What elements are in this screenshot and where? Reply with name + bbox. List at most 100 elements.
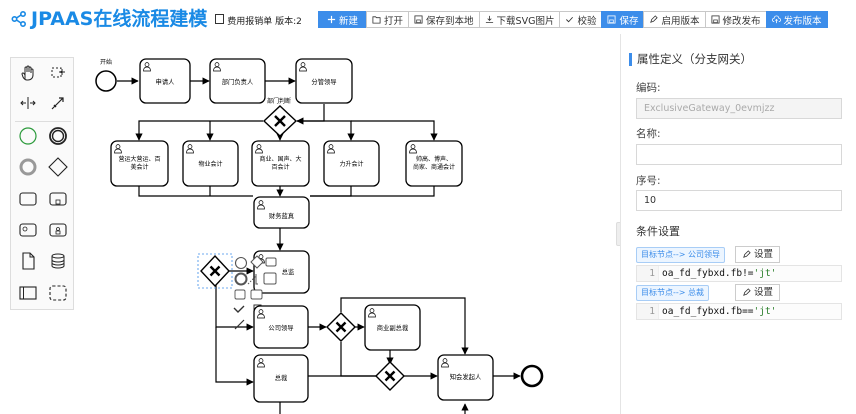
enable-version-button[interactable]: 启用版本 [643,11,706,28]
condition-target-tag: 目标节点--> 总裁 [636,285,710,301]
new-button[interactable]: 新建 [318,11,368,28]
lasso-tool-icon[interactable] [47,62,69,84]
task-misc-accounting-label: 帅高、博声、 [416,155,452,163]
cloud-upload-icon [771,15,781,24]
task-notify-initiator-label: 知会发起人 [450,372,482,381]
floppy-icon [414,15,423,24]
version-label: 版本:2 [275,17,302,27]
task-ops-accounting-label-2: 美会计 [130,163,148,171]
task-ceo-label: 总裁 [275,373,288,382]
publish-version-button[interactable]: 发布版本 [765,11,828,28]
save-label: 保存 [619,15,639,27]
code-text: oa_fd_fybxd.fb!= [662,268,754,279]
check-icon [566,16,574,23]
task-vp[interactable]: 商业副总裁 [364,304,421,351]
task-finance-review[interactable]: 财务蓝真 [253,196,310,229]
data-object-icon[interactable] [17,250,39,272]
task-applicant[interactable]: 申请人 [139,58,191,104]
download-svg-label: 下载SVG图片 [496,15,555,27]
edit-icon [743,288,751,296]
exclusive-gateway-vp[interactable] [375,361,405,391]
task-supervisor-label: 总监 [282,267,295,276]
save-button[interactable]: 保存 [601,11,645,28]
task-icon[interactable] [17,188,39,210]
save-local-button[interactable]: 保存到本地 [408,11,480,28]
sequence-flows [117,77,521,414]
exclusive-gateway-selected[interactable] [197,253,233,289]
plus-icon [327,15,336,24]
start-event-icon[interactable] [17,125,39,147]
conditions-title: 条件设置 [636,225,680,238]
task-lisheng-accounting[interactable]: 力升会计 [323,140,380,187]
intermediate-event-icon[interactable] [47,125,69,147]
publish-version-label: 发布版本 [783,15,822,27]
modify-publish-button[interactable]: 修改发布 [704,11,767,28]
code-text: oa_fd_fybxd.fb== [662,306,754,317]
hand-tool-icon[interactable] [17,62,39,84]
gateway-icon[interactable] [47,156,69,178]
task-notify-initiator[interactable]: 知会发起人 [437,354,494,401]
end-event[interactable] [520,364,544,388]
task-property-accounting-label: 物业会计 [198,160,222,168]
task-lisheng-accounting-label: 力升会计 [339,160,363,168]
group-icon[interactable] [47,282,69,304]
app-title: JPAAS在线流程建模 [31,8,208,30]
modify-publish-label: 修改发布 [722,15,761,27]
end-event-icon[interactable] [17,156,39,178]
task-supervisor[interactable]: 总监 [253,250,310,294]
validate-label: 校验 [577,15,597,27]
condition-target-tag: 目标节点--> 公司领导 [636,247,726,263]
document-icon [215,14,225,24]
properties-panel: 属性定义（分支网关） 编码: ExclusiveGateway_0evmjzz … [620,34,856,414]
condition-set-button[interactable]: 设置 [735,246,781,263]
task-commerce-accounting[interactable]: 商业、国声、大 百会计 [251,140,310,187]
pool-icon[interactable] [17,282,39,304]
edit-icon [743,250,751,258]
exclusive-gateway-dept[interactable] [262,105,298,137]
subprocess-icon[interactable] [47,188,69,210]
start-event[interactable] [95,70,117,92]
user-task-icon[interactable] [47,219,69,241]
validate-button[interactable]: 校验 [559,11,603,28]
condition-set-button[interactable]: 设置 [735,284,781,301]
name-field[interactable] [636,144,842,165]
task-company-lead[interactable]: 公司领导 [253,305,309,349]
task-ceo[interactable]: 总裁 [253,354,309,403]
sequence-label: 序号: [636,175,661,187]
exclusive-gateway-company[interactable] [326,312,356,342]
open-label: 打开 [384,15,404,27]
code-field: ExclusiveGateway_0evmjzz [636,98,842,119]
service-task-icon[interactable] [17,219,39,241]
share-icon [11,11,26,27]
task-company-lead-label: 公司领导 [268,323,293,332]
task-vp-label: 商业副总裁 [377,323,409,332]
enable-version-label: 启用版本 [661,15,700,27]
download-svg-button[interactable]: 下载SVG图片 [478,11,561,28]
data-store-icon[interactable] [47,250,69,272]
new-label: 新建 [339,15,359,27]
task-misc-accounting-label-2: 尚家、商通会计 [413,163,455,171]
panel-title: 属性定义（分支网关） [629,53,752,66]
bpmn-canvas[interactable]: 开始 部门判断 申请人 部门负责人 分管领导 营运大营运、百 美会计 物业会计 … [0,34,620,414]
form-name: 费用报销单 [227,17,273,27]
sequence-field[interactable]: 10 [636,190,842,211]
task-property-accounting[interactable]: 物业会计 [182,140,239,187]
app-header: JPAAS在线流程建模 费用报销单 版本:2 新建 打开 保存到本地 下载SVG… [0,0,856,34]
start-label: 开始 [100,58,112,66]
name-label: 名称: [636,128,661,140]
code-string: 'jt' [753,268,777,279]
line-number: 1 [637,304,659,319]
task-ops-accounting-label: 营运大营运、百 [118,155,160,163]
floppy-icon [607,15,616,24]
task-dept-head-label: 部门负责人 [222,77,254,86]
task-misc-accounting[interactable]: 帅高、博声、 尚家、商通会计 [405,140,463,187]
space-tool-icon[interactable] [17,92,39,114]
task-dept-head[interactable]: 部门负责人 [209,58,266,104]
connect-tool-icon[interactable] [47,92,69,114]
open-button[interactable]: 打开 [366,11,410,28]
task-ops-accounting[interactable]: 营运大营运、百 美会计 [110,140,169,187]
app-logo: JPAAS在线流程建模 费用报销单 版本:2 [11,7,302,31]
task-division-lead[interactable]: 分管领导 [295,58,353,104]
